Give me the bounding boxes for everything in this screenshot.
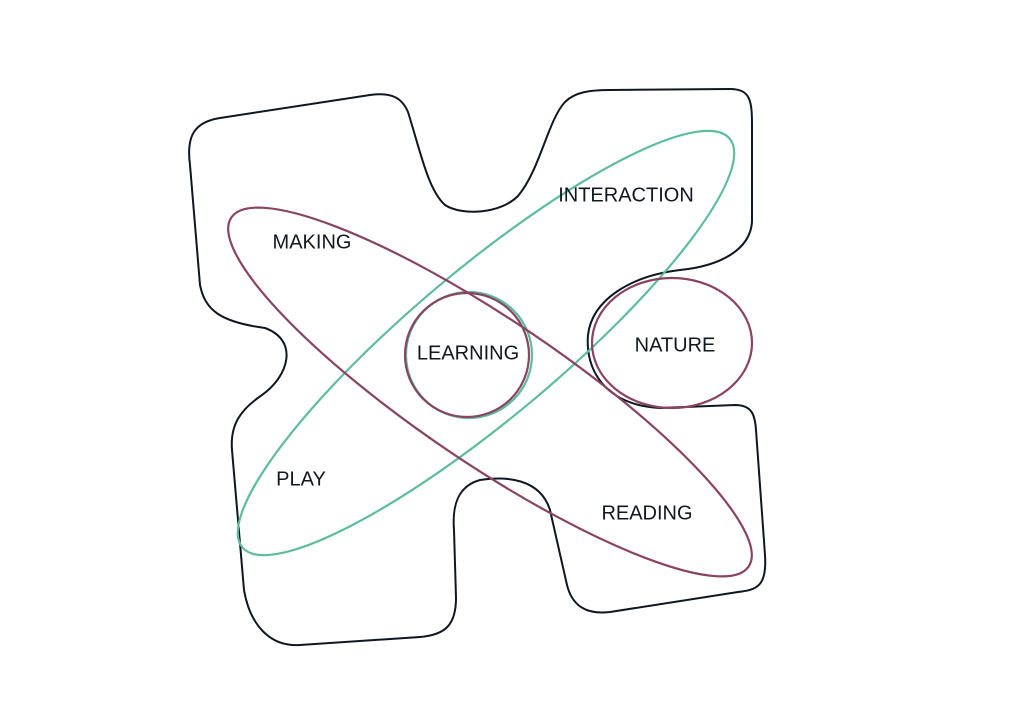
label-learning: LEARNING xyxy=(417,342,519,364)
label-reading: READING xyxy=(601,502,692,524)
label-interaction: INTERACTION xyxy=(558,184,694,206)
outer-blob-outline xyxy=(188,87,767,647)
label-making: MAKING xyxy=(273,231,352,253)
label-play: PLAY xyxy=(276,468,326,490)
learning-maroon-circle xyxy=(403,291,531,419)
label-nature: NATURE xyxy=(635,334,716,356)
interaction-play-ellipse xyxy=(236,129,736,557)
making-reading-ellipse xyxy=(227,206,753,578)
nature-circle xyxy=(590,276,754,410)
